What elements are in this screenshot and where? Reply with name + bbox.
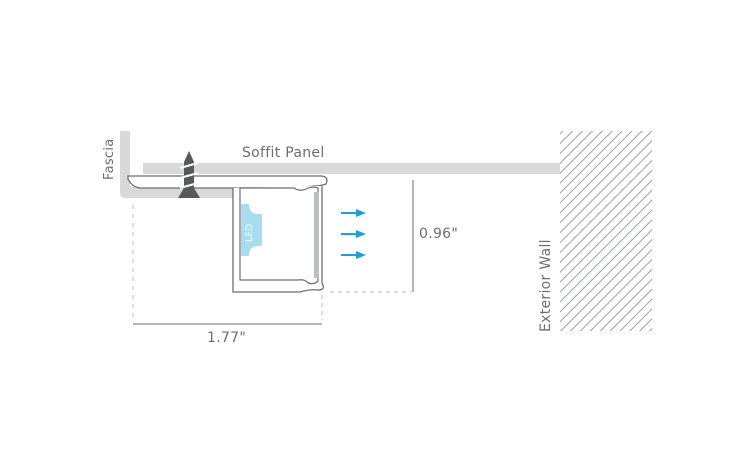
profile-inner: [239, 186, 319, 285]
led-strip: [241, 204, 262, 256]
width-dimension-label: 1.77": [207, 330, 247, 346]
exterior-wall-label: Exterior Wall: [538, 239, 554, 332]
profile-flange: [127, 175, 328, 189]
soffit-panel-label: Soffit Panel: [242, 145, 325, 161]
fascia-label: Fascia: [102, 138, 117, 180]
diffuser-lens: [314, 192, 319, 278]
height-dimension-label: 0.96": [419, 226, 459, 242]
soffit-panel: [143, 163, 560, 174]
led-label: LED: [245, 223, 255, 242]
light-direction-arrow-icon: [341, 209, 366, 259]
exterior-wall: [560, 131, 652, 331]
screw-icon: [178, 151, 200, 198]
fascia: [120, 131, 236, 198]
